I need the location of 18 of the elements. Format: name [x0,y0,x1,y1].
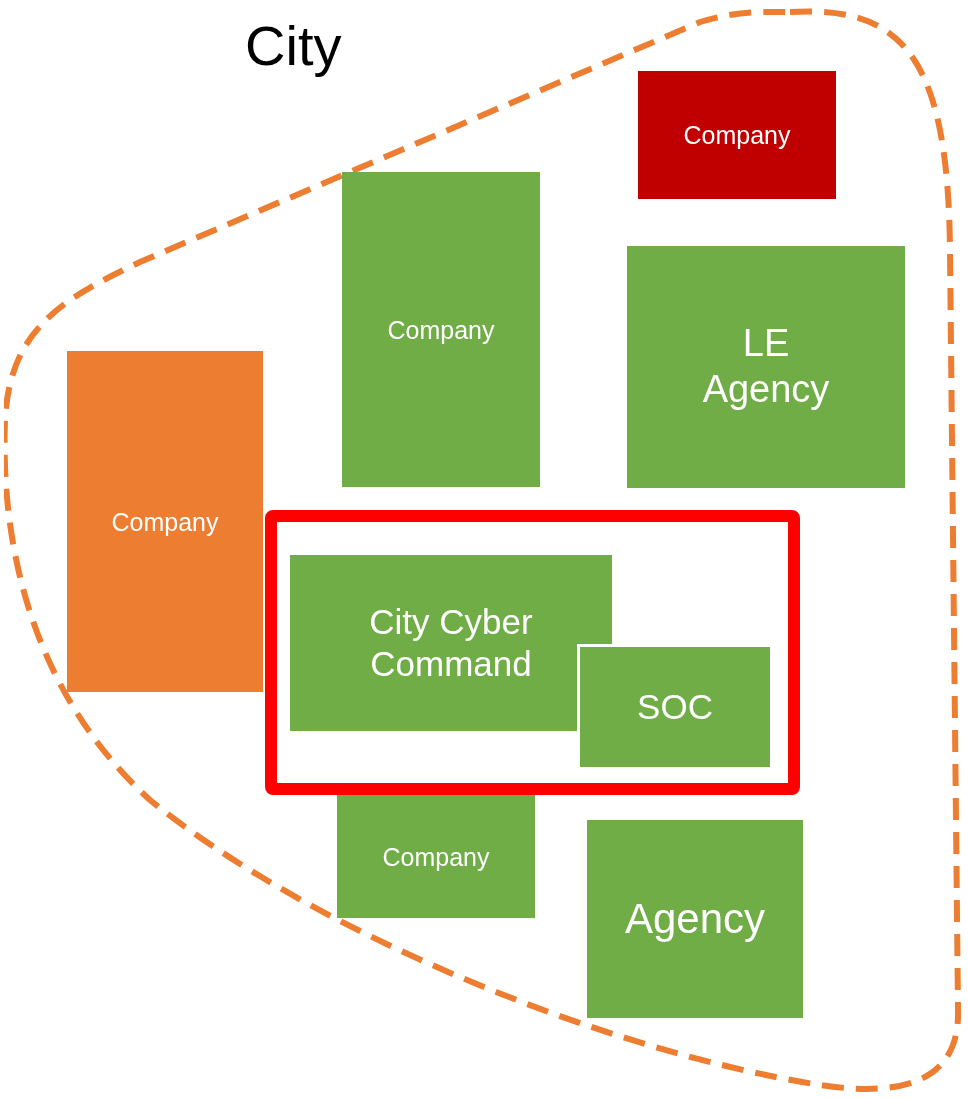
highlight-frame [265,510,800,795]
box-label: City Cyber Command [368,601,534,685]
org-box [290,555,612,731]
org-box [577,644,773,770]
org-box [638,71,836,199]
box-label: Company [683,120,791,150]
org-box [342,172,540,487]
box-label: Company [111,506,219,537]
box-label: SOC [637,686,713,728]
org-box [627,246,905,488]
region-title: City [245,13,342,79]
box-label: Company [387,314,495,345]
org-box [67,351,263,692]
org-box [587,820,803,1018]
box-label: Agency [624,893,766,944]
box-label: Company [382,841,490,872]
box-label: LE Agency [701,321,831,412]
org-box [337,795,535,918]
